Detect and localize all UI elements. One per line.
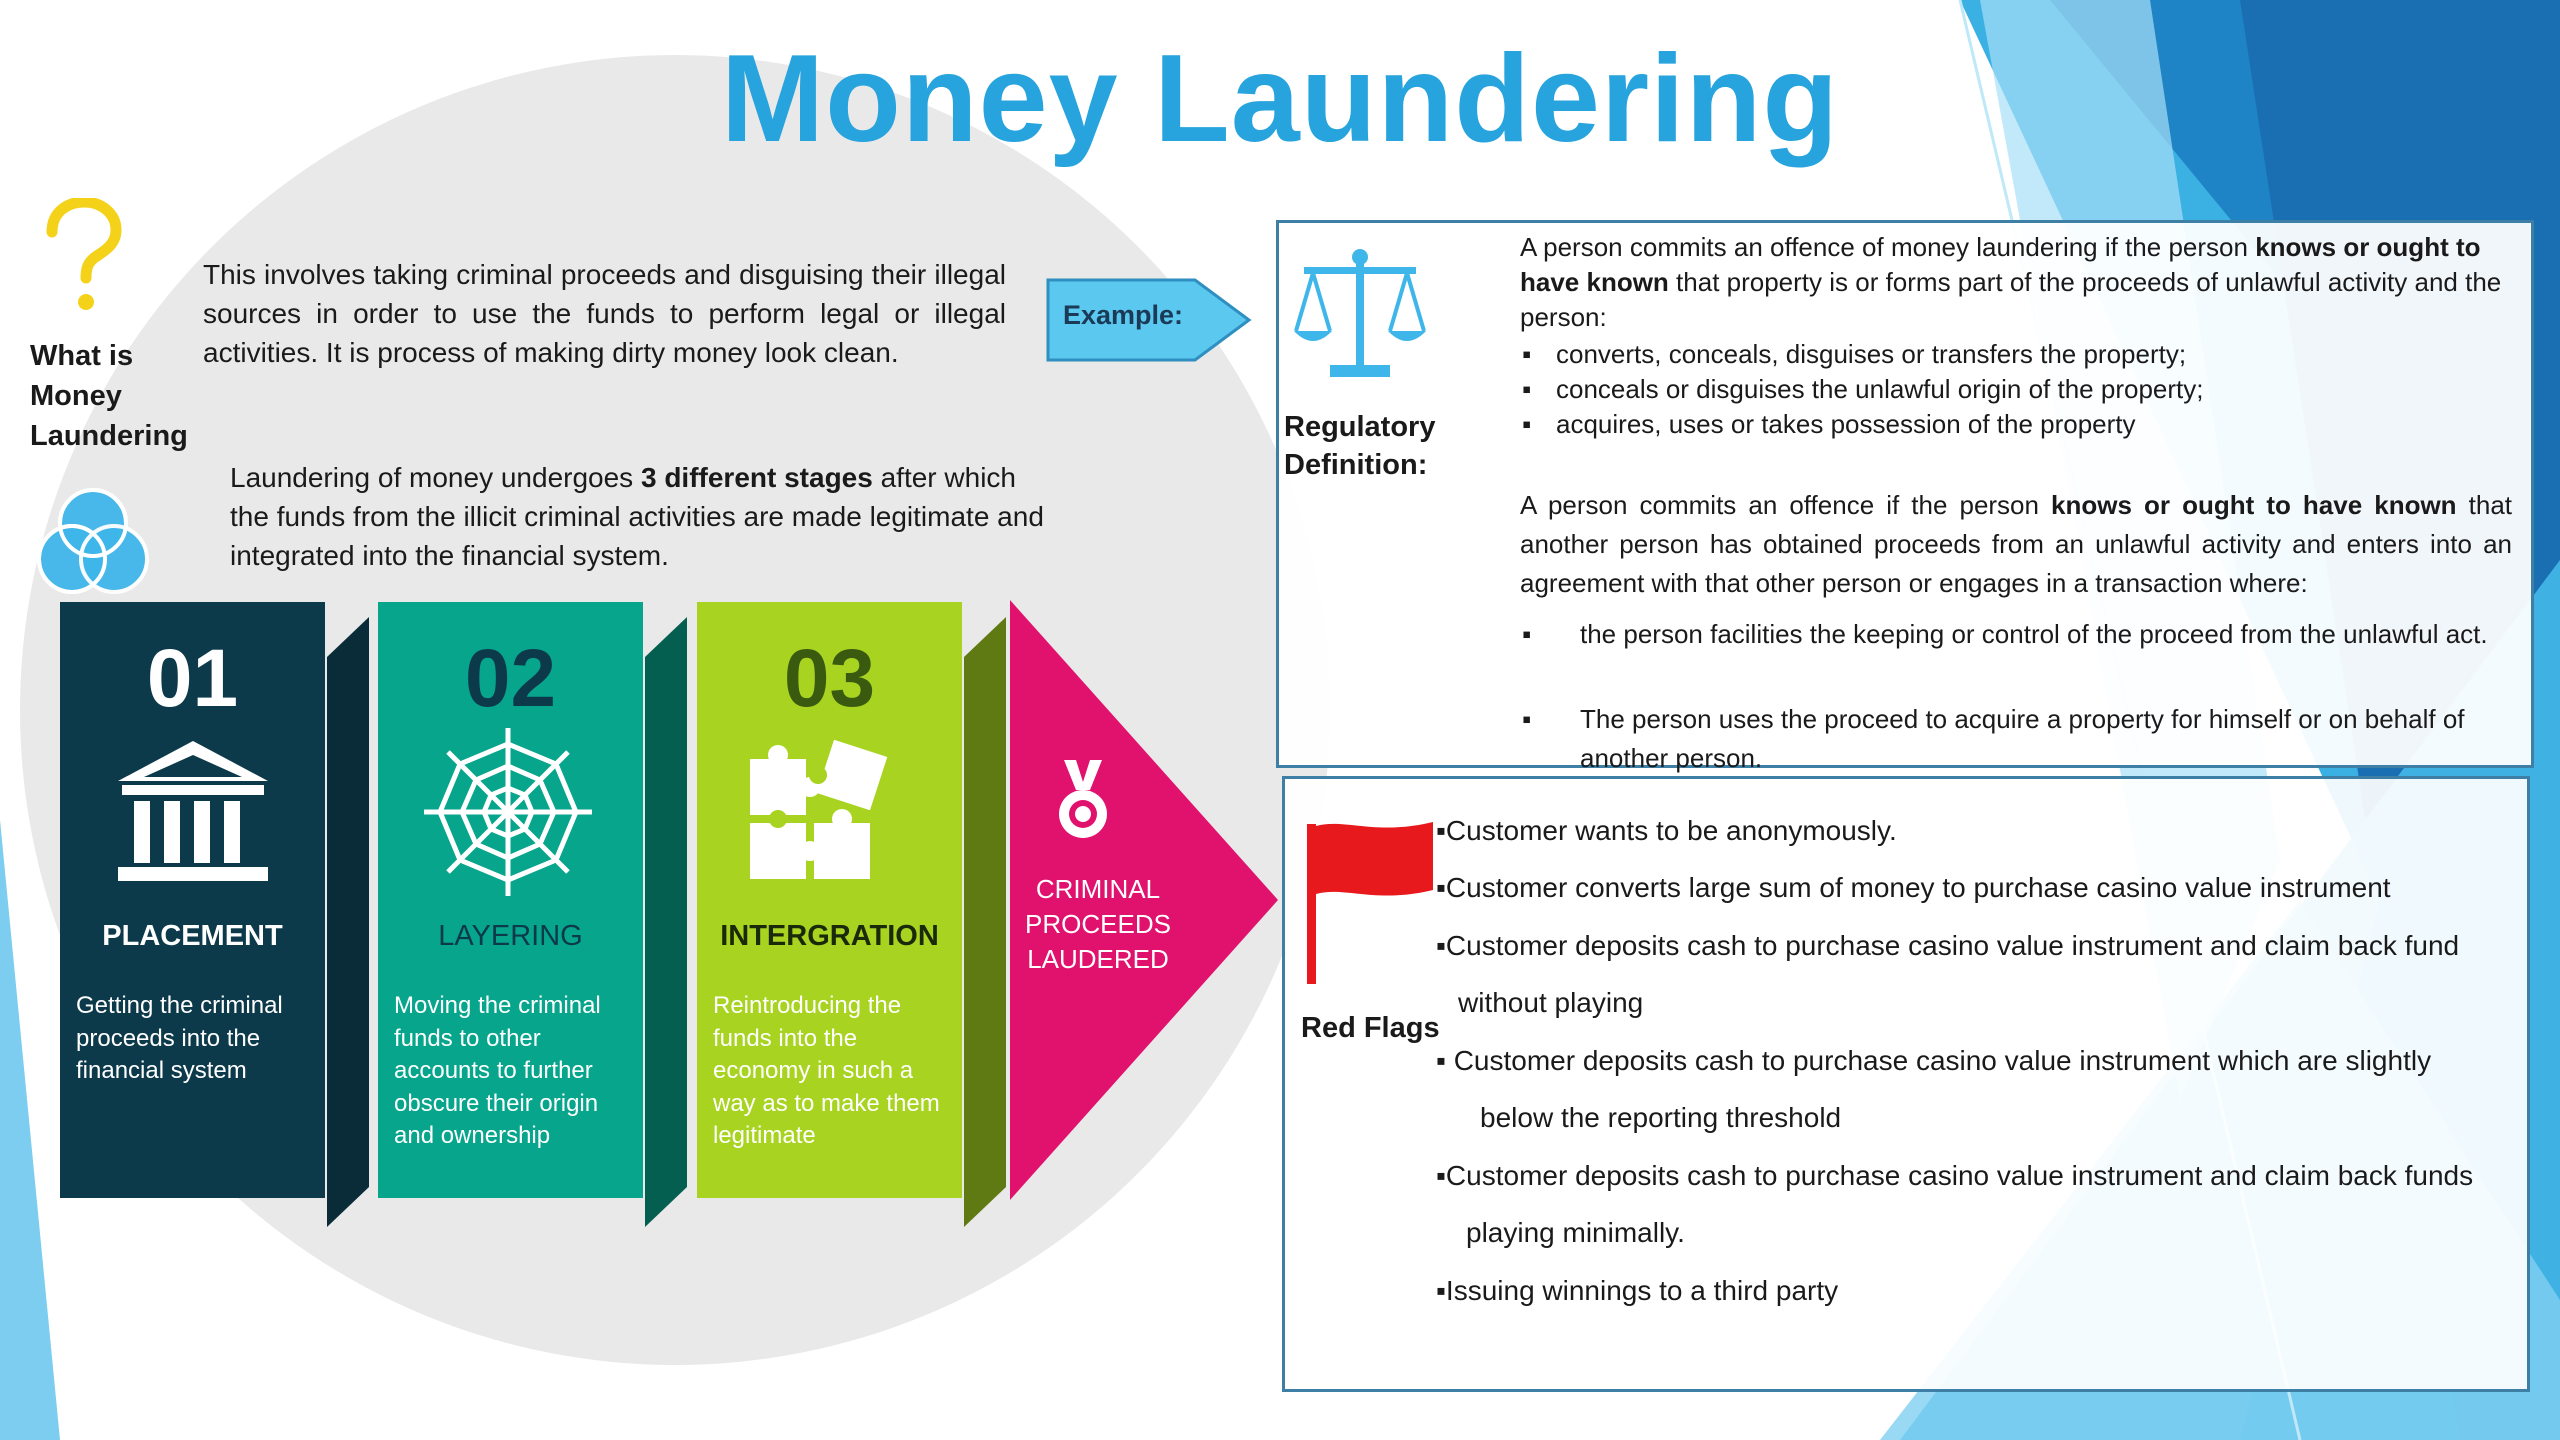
stages-text-a: Laundering of money undergoes [230, 462, 641, 493]
stages-text-b: after which the funds from the illicit c… [230, 462, 1044, 571]
red-flag-line: ▪Issuing winnings to a third party [1436, 1275, 1839, 1306]
final-stage-arrow [1010, 600, 1278, 1200]
stage-number: 03 [783, 633, 876, 724]
question-mark-icon [46, 198, 122, 310]
bullet-marker: ▪ [1522, 704, 1532, 734]
stage-number: 02 [464, 633, 557, 724]
stage-number: 01 [146, 633, 239, 724]
bullet-text: conceals or disguises the unlawful origi… [1556, 374, 2204, 404]
red-flag-line: without playing [1458, 987, 1644, 1018]
regulatory-paragraph-1: A person commits an offence of money lau… [1520, 230, 2512, 335]
red-flag-line: ▪Customer deposits cash to purchase casi… [1436, 930, 2460, 961]
regulatory-label: Regulatory Definition: [1284, 411, 1436, 481]
reg-p1-bold: knows or ought to have known [1520, 232, 2481, 297]
example-arrow-shape [1046, 278, 1252, 362]
red-flags-box [1282, 776, 2530, 1392]
stage-layering: 02 LAYERING Moving the criminal funds to… [378, 602, 643, 1198]
stages-text: Laundering of money undergoes 3 differen… [230, 458, 1060, 575]
stage-name: INTERGRATION [720, 920, 939, 952]
stage-integration: 03 INTERGRATION Reintroducing the funds … [697, 602, 962, 1198]
reg-p1-a: A person commits an offence of money lau… [1520, 232, 2256, 262]
intro-text: This involves taking criminal proceeds a… [203, 259, 1006, 368]
bullet-marker: ▪ [1522, 374, 1532, 404]
bullet-text: acquires, uses or takes possession of th… [1556, 409, 2136, 439]
stage-description: Reintroducing the funds into the economy… [713, 992, 940, 1149]
red-flag-line: ▪Customer deposits cash to purchase casi… [1436, 1160, 2474, 1191]
bullet-text: The person uses the proceed to acquire a… [1580, 704, 2465, 773]
red-flags-label: Red Flags [1301, 1012, 1440, 1044]
example-label: Example: [1063, 300, 1184, 330]
stage-description: Moving the criminal funds to other accou… [394, 992, 601, 1149]
bullet-text: converts, conceals, disguises or transfe… [1556, 339, 2187, 369]
stage-placement: 01 PLACEMENT Getting the criminal procee… [60, 602, 325, 1198]
bullet-marker: ▪ [1522, 339, 1532, 369]
stage-name: LAYERING [438, 920, 583, 952]
final-stage-text: CRIMINAL PROCEEDS LAUDERED [1025, 874, 1171, 974]
medal-icon [1059, 760, 1107, 838]
scale-icon [1294, 249, 1426, 377]
red-flag-line: below the reporting threshold [1480, 1102, 1842, 1133]
puzzle-icon [750, 739, 888, 879]
red-flag-line: playing minimally. [1466, 1217, 1685, 1248]
bullet-marker: ▪ [1522, 619, 1532, 649]
venn-icon [37, 488, 149, 594]
reg-p2-a: A person commits an offence if the perso… [1520, 490, 2052, 520]
reg-p2-bold: knows or ought to have known [2051, 490, 2457, 520]
stage-description: Getting the criminal proceeds into the f… [76, 992, 283, 1084]
red-flag-line: ▪Customer wants to be anonymously. [1436, 815, 1897, 846]
bullet-text: the person facilities the keeping or con… [1580, 619, 2488, 649]
stage-name: PLACEMENT [102, 920, 283, 952]
regulatory-paragraph-2: A person commits an offence if the perso… [1520, 486, 2512, 603]
stage-fold [964, 617, 1006, 1227]
red-flag-icon [1307, 822, 1433, 984]
reg-p1-b: that property is or forms part of the pr… [1520, 267, 2502, 332]
web-icon [424, 728, 592, 896]
bullet-marker: ▪ [1522, 409, 1532, 439]
what-is-label: What is Money Laundering [30, 340, 188, 452]
reg-p2-b: that another person has obtained proceed… [1520, 490, 2513, 598]
red-flag-line: ▪ Customer deposits cash to purchase cas… [1436, 1045, 2432, 1076]
red-flag-line: ▪Customer converts large sum of money to… [1436, 872, 2391, 903]
bank-icon [118, 741, 268, 881]
stage-fold [327, 617, 369, 1227]
page-title: Money Laundering [720, 30, 1840, 168]
stage-fold [645, 617, 687, 1227]
regulatory-box [1276, 220, 2534, 768]
stages-text-bold: 3 different stages [640, 462, 873, 493]
